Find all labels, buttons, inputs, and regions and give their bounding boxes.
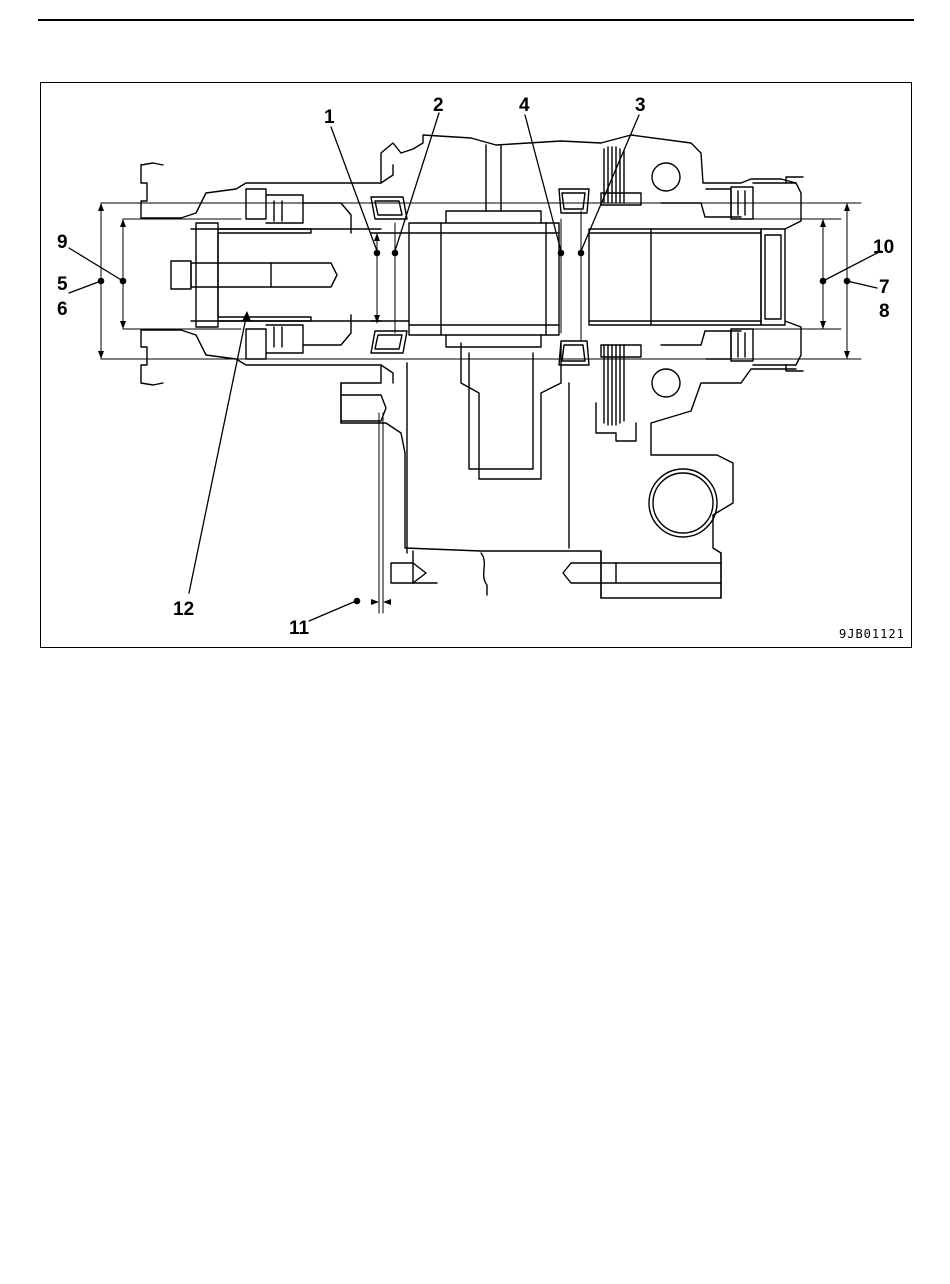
left-seal-pack [191,189,381,359]
callout-2: 2 [433,95,444,116]
left-flange [141,163,393,385]
figure-frame: 1 2 4 3 9 5 6 10 7 8 11 12 9JB01121 [40,82,912,648]
callout-labels: 1 2 4 3 9 5 6 10 7 8 11 12 [57,95,894,639]
callout-leaders [69,113,881,621]
callout-3: 3 [635,95,646,116]
callout-1: 1 [324,107,335,128]
drain-plug [649,469,717,537]
callout-8: 8 [879,301,890,322]
figure-code: 9JB01121 [839,627,905,641]
callout-12: 12 [173,599,194,620]
clutch-discs [596,147,641,441]
right-shaft [589,229,785,325]
callout-5: 5 [57,274,68,295]
callout-9: 9 [57,232,68,253]
differential-cage [409,145,559,347]
differential-section-drawing: 1 2 4 3 9 5 6 10 7 8 11 12 9JB01121 [41,83,913,649]
callout-10: 10 [873,237,894,258]
callout-11: 11 [289,618,310,639]
callout-4: 4 [519,95,530,116]
steel-balls [652,163,680,397]
callout-7: 7 [879,277,890,298]
header-rule [38,19,914,21]
callout-6: 6 [57,299,68,320]
bearing-right [559,189,589,365]
